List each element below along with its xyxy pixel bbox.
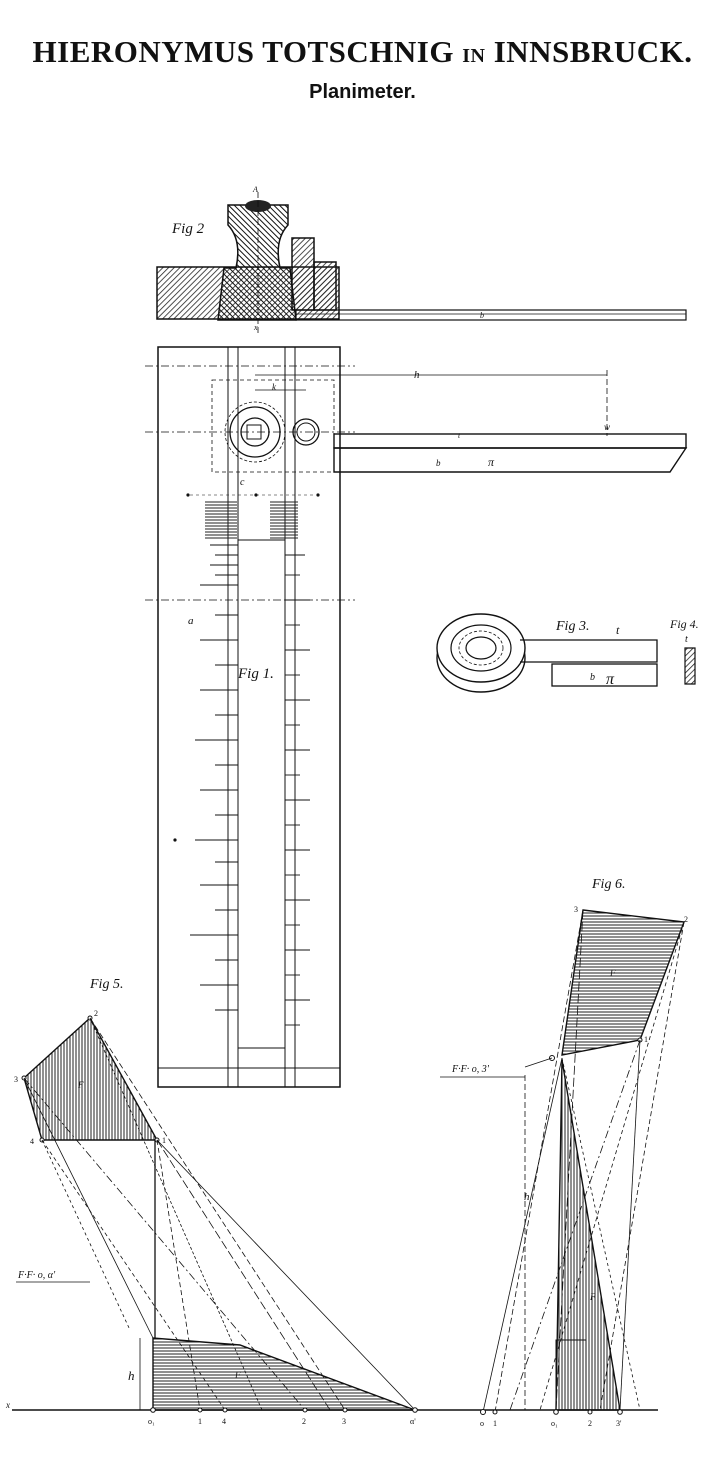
fig5-F: F (77, 1080, 84, 1090)
fig5-p1: 1 (162, 1136, 166, 1145)
fig3-t: t (616, 623, 620, 637)
label-b-fig2: b (480, 311, 484, 320)
page-title: HIERONYMUS TOTSCHNIG IN INNSBRUCK. (0, 34, 725, 74)
label-t: t (458, 431, 461, 440)
fig5-h: h (128, 1368, 135, 1383)
title-main: HIERONYMUS TOTSCHNIG (32, 34, 454, 69)
fig5-F-lower: F (234, 1370, 241, 1380)
page-subtitle: Planimeter. (309, 81, 416, 103)
fig6-o1: o₁ (551, 1419, 558, 1428)
fig6-ff: F·F· o, 3' (451, 1064, 490, 1075)
fig5-o1: o₁ (148, 1417, 155, 1426)
fig5-p4: 4 (30, 1137, 34, 1146)
fig6-p1: 1 (644, 1035, 648, 1044)
title-in: IN (462, 45, 486, 67)
figure-1: h k w t b π c a Fig 1. (145, 346, 688, 1088)
fig3-pi: π (606, 671, 615, 688)
label-a: a (188, 615, 194, 627)
fig5-alpha: α' (410, 1417, 416, 1426)
fig5-p2: 2 (94, 1009, 98, 1018)
title-place: INNSBRUCK. (493, 34, 693, 69)
fig4-t: t (685, 634, 688, 645)
fig6-p2: 2 (684, 915, 688, 924)
fig6-h: h (524, 1191, 530, 1203)
fig6-F: F (609, 968, 616, 978)
fig1-label: Fig 1. (237, 666, 274, 682)
fig6-F-lower: F (589, 1292, 596, 1302)
fig3-label: Fig 3. (555, 619, 589, 634)
fig4-label: Fig 4. (669, 617, 699, 631)
figure-2: Fig 2 A x b (156, 185, 687, 335)
fig6-p3: 3 (574, 905, 578, 914)
figure-5: Fig 5. F 2 3 4 1 F h F·F· (14, 977, 416, 1411)
fig6-axis-2: 2 (588, 1419, 592, 1428)
label-b: b (436, 458, 441, 468)
fig3-b: b (590, 672, 595, 683)
label-A: A (252, 185, 258, 194)
figure-3: Fig 3. t b π (436, 613, 658, 693)
fig5-axis-1: 1 (198, 1417, 202, 1426)
baseline-axis: x o₁ 1 4 2 3 α' o 1 o₁ 2 3' (5, 1400, 658, 1428)
fig5-axis-4: 4 (222, 1417, 226, 1426)
label-x-fig2: x (253, 323, 258, 332)
fig6-o: o (480, 1419, 484, 1428)
label-w: w (604, 422, 610, 432)
fig2-label: Fig 2 (171, 221, 205, 237)
fig6-axis-1: 1 (493, 1419, 497, 1428)
axis-x: x (5, 1400, 10, 1410)
label-k: k (272, 382, 277, 392)
fig5-ff: F·F· o, α' (17, 1270, 56, 1281)
fig5-axis-2: 2 (302, 1417, 306, 1426)
fig6-label: Fig 6. (591, 877, 625, 892)
figure-4: Fig 4. t (669, 617, 699, 685)
fig5-axis-3: 3 (342, 1417, 346, 1426)
fig5-p3: 3 (14, 1075, 18, 1084)
fig5-label: Fig 5. (89, 977, 123, 992)
figure-6: Fig 6. F 3 2 1 F h F·F· o, 3' (440, 877, 688, 1413)
label-c: c (240, 477, 245, 488)
label-pi: π (488, 455, 495, 469)
label-h-top: h (414, 369, 420, 381)
fig6-axis-3p: 3' (616, 1419, 622, 1428)
